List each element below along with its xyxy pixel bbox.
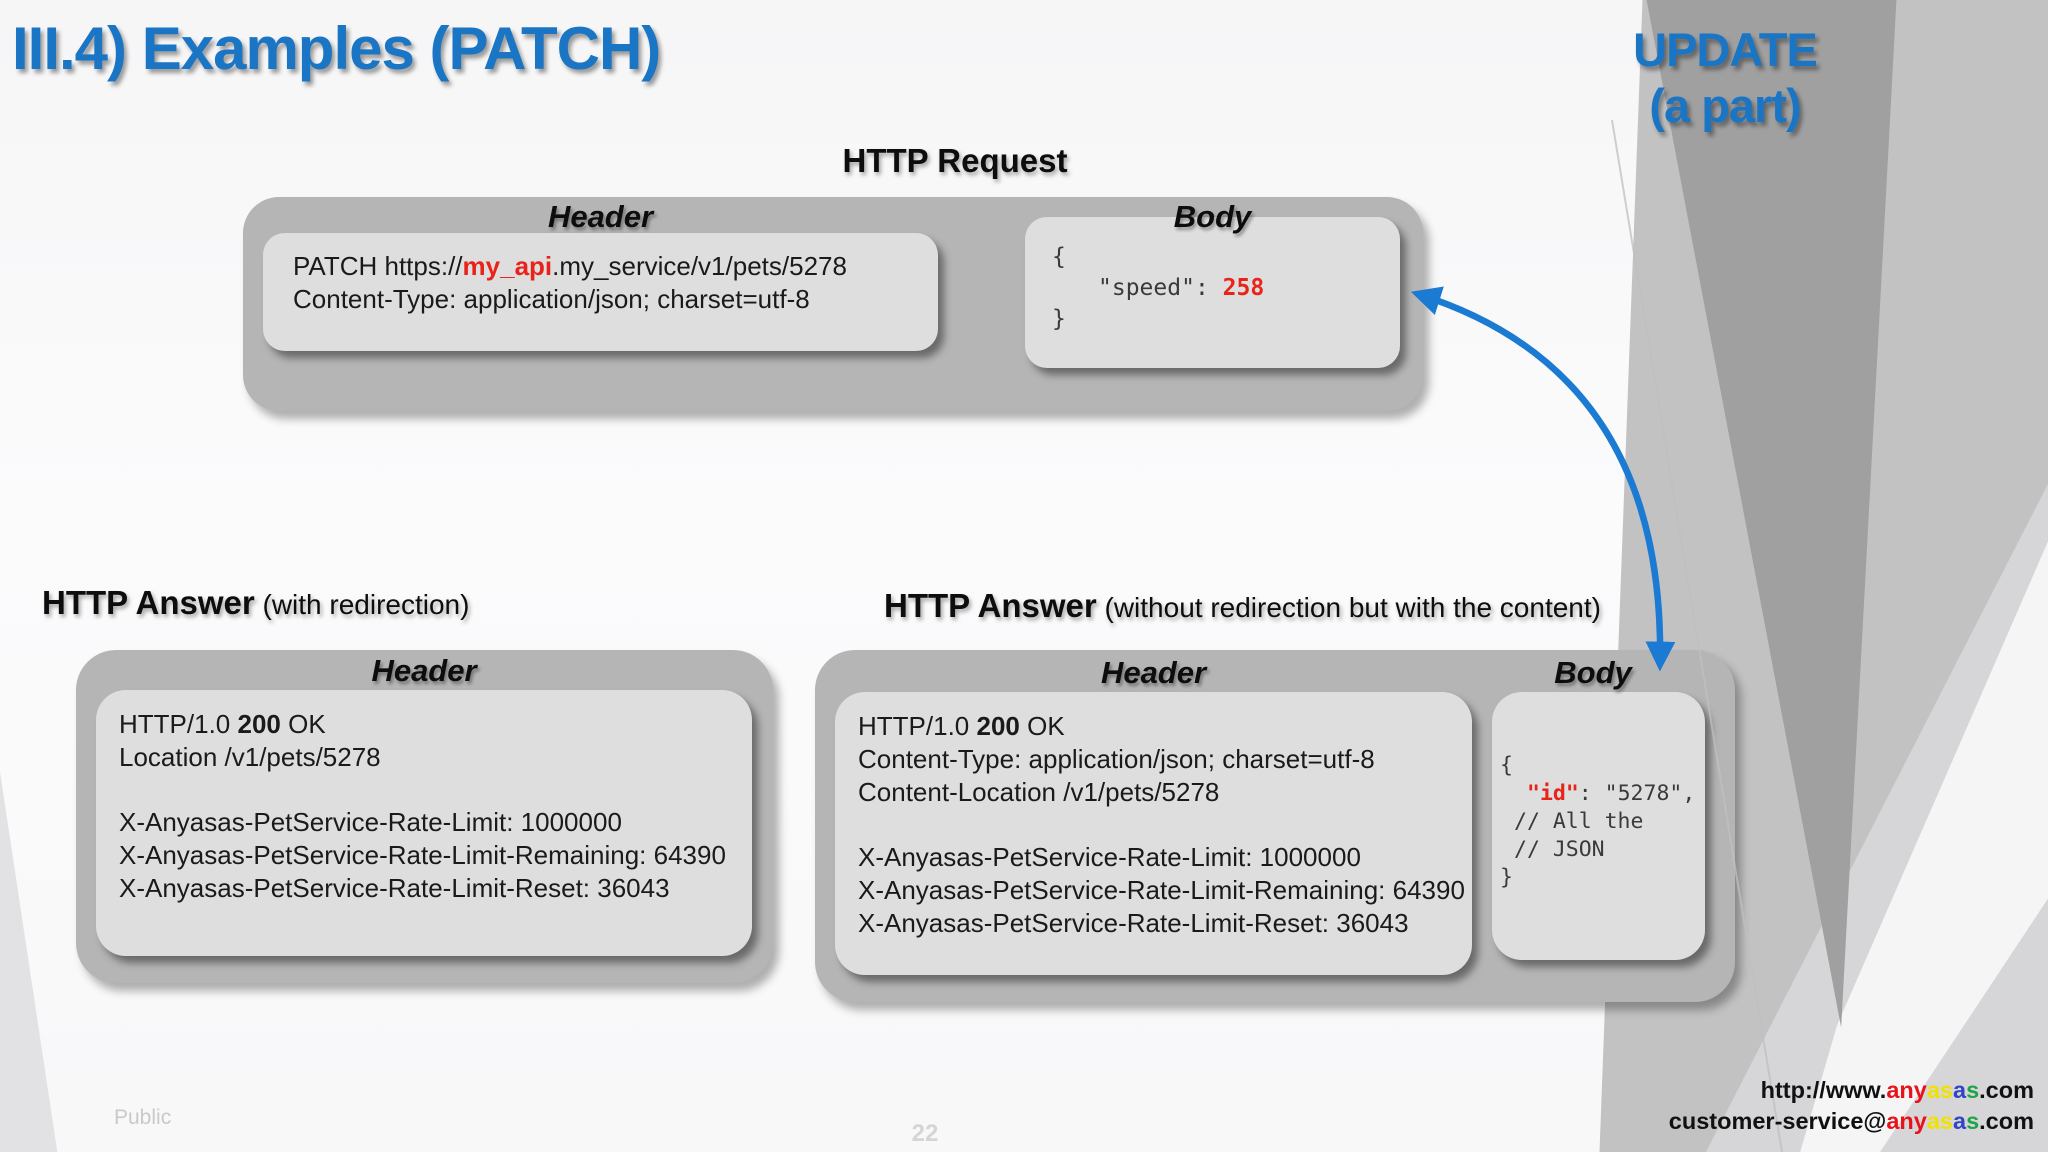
content-location-line: Content-Location /v1/pets/5278 <box>858 777 1220 807</box>
corner-label-line2: (a part) <box>1649 79 1801 132</box>
rate-limit-remaining-line: X-Anyasas-PetService-Rate-Limit-Remainin… <box>858 875 1465 905</box>
request-body-code: { "speed": 258 } <box>1052 242 1264 335</box>
status-code: 200 <box>237 709 281 739</box>
json-close-brace: } <box>1052 306 1066 332</box>
request-body-card <box>1025 217 1400 368</box>
json-open-brace: { <box>1052 244 1066 270</box>
brand-segment: any <box>1886 1108 1927 1134</box>
slide-title: III.4) Examples (PATCH) <box>12 15 661 82</box>
email-address: customer-service@anyasas.com <box>1668 1108 2034 1134</box>
speed-value: 258 <box>1222 275 1265 301</box>
answer-redirect-title: HTTP Answer (with redirection) <box>42 584 470 621</box>
brand-segment: s <box>1966 1077 1980 1103</box>
rate-limit-remaining-line: X-Anyasas-PetService-Rate-Limit-Remainin… <box>119 840 726 870</box>
status-code: 200 <box>976 711 1020 741</box>
corner-label: UPDATE (a part) <box>1570 22 1880 134</box>
brand-segment: as <box>1926 1077 1953 1103</box>
request-header-card <box>263 233 938 351</box>
classification-label: Public <box>114 1106 172 1129</box>
id-key: "id" <box>1527 781 1579 806</box>
answer-content-header-card <box>835 692 1472 975</box>
request-line-2: Content-Type: application/json; charset=… <box>293 284 810 314</box>
rate-limit-reset-line: X-Anyasas-PetService-Rate-Limit-Reset: 3… <box>119 873 670 903</box>
request-header-label: Header <box>547 199 654 234</box>
http-request-title: HTTP Request <box>842 142 1068 179</box>
page-number: 22 <box>911 1120 939 1147</box>
corner-label-line1: UPDATE <box>1633 23 1818 76</box>
website-url: http://www.anyasas.com <box>1760 1077 2034 1103</box>
answer-redirect-header-card <box>96 690 752 956</box>
json-speed-line: "speed": 258 <box>1098 275 1265 301</box>
request-line-1: PATCH https://my_api.my_service/v1/pets/… <box>293 251 847 281</box>
brand-segment: s <box>1966 1108 1980 1134</box>
answer-redirect-text: HTTP/1.0 200 OK Location /v1/pets/5278 X… <box>119 708 726 905</box>
json-close-brace: } <box>1500 865 1513 890</box>
request-header-text: PATCH https://my_api.my_service/v1/pets/… <box>293 250 847 316</box>
header-line: Location /v1/pets/5278 <box>119 742 381 772</box>
brand-segment: as <box>1926 1108 1953 1134</box>
answer-content-body-code: { "id": "5278", // All the // JSON } <box>1500 752 1695 892</box>
answer-content-text: HTTP/1.0 200 OK Content-Type: applicatio… <box>858 710 1465 940</box>
footer-contact: http://www.anyasas.com customer-service@… <box>1669 1075 2034 1137</box>
json-comment-2: // JSON <box>1514 837 1605 862</box>
rate-limit-line: X-Anyasas-PetService-Rate-Limit: 1000000 <box>119 807 622 837</box>
rate-limit-reset-line: X-Anyasas-PetService-Rate-Limit-Reset: 3… <box>858 908 1409 938</box>
brand-segment: a <box>1952 1108 1967 1134</box>
highlight-my-api: my_api <box>462 251 553 281</box>
status-line: HTTP/1.0 200 OK <box>119 709 326 739</box>
content-type-line: Content-Type: application/json; charset=… <box>858 744 1375 774</box>
request-body-label: Body <box>1173 199 1252 234</box>
json-id-line: "id": "5278", <box>1527 781 1696 806</box>
blank-line <box>858 809 1465 841</box>
rate-limit-line: X-Anyasas-PetService-Rate-Limit: 1000000 <box>858 842 1361 872</box>
blank-line <box>119 774 726 806</box>
answer-content-title: HTTP Answer (without redirection but wit… <box>884 587 1601 624</box>
brand-segment: any <box>1886 1077 1927 1103</box>
status-line: HTTP/1.0 200 OK <box>858 711 1065 741</box>
json-open-brace: { <box>1500 753 1513 778</box>
json-comment-1: // All the <box>1514 809 1644 834</box>
answer-redirect-header-label: Header <box>371 653 477 688</box>
brand-segment: a <box>1952 1077 1967 1103</box>
answer-content-header-label: Header <box>1100 655 1207 690</box>
answer-content-body-label: Body <box>1554 655 1632 690</box>
